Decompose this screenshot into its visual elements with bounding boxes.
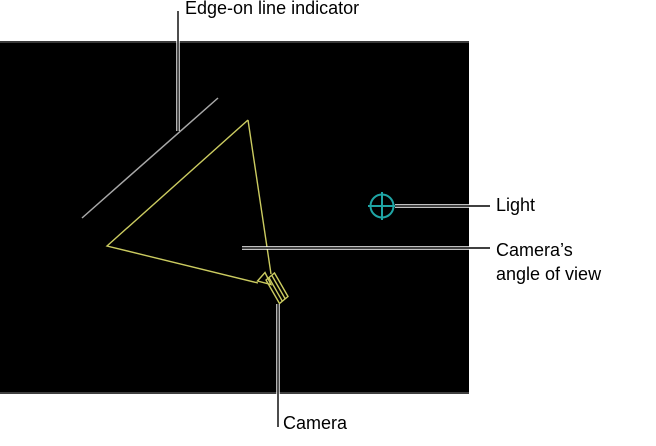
- label-camera-angle-line2: angle of view: [496, 264, 602, 284]
- label-camera-angle-of-view: Camera’s angle of view: [496, 238, 656, 286]
- camera-icon: [256, 271, 289, 305]
- label-camera: Camera: [283, 413, 348, 433]
- viewport-canvas: [0, 41, 469, 394]
- light-icon: [368, 192, 396, 220]
- label-edge-on-line-indicator: Edge-on line indicator: [185, 0, 360, 18]
- label-camera-angle-line1: Camera’s: [496, 240, 573, 260]
- edge-on-line-icon: [81, 97, 219, 219]
- label-light: Light: [496, 195, 536, 215]
